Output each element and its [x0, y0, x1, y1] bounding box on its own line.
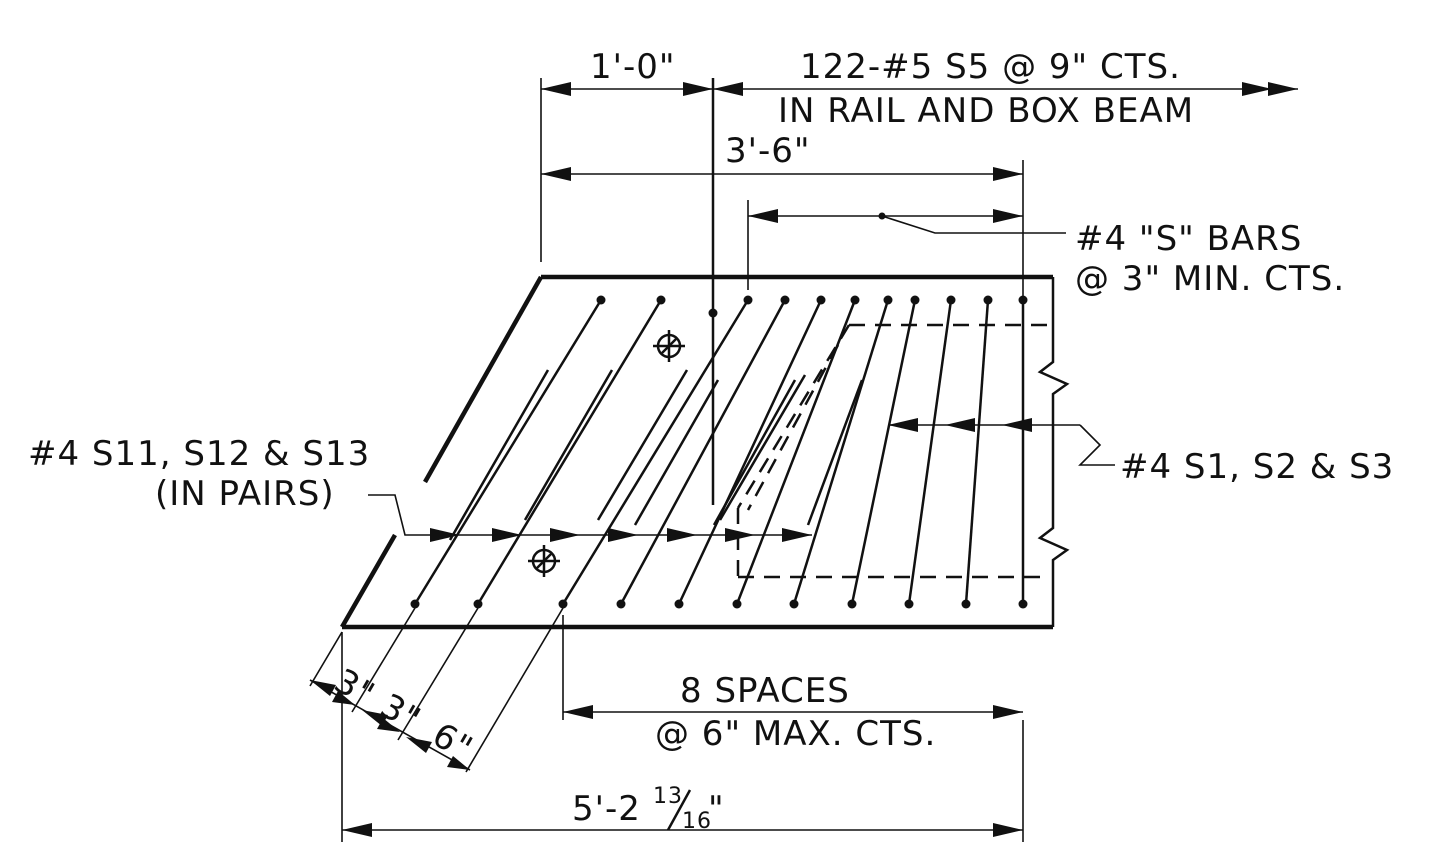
s11-s13-paired-bars [448, 344, 864, 541]
skew-dimensions [309, 607, 564, 773]
box-beam-dashed-outline [736, 323, 1050, 579]
dim-s5-label-line2: IN RAIL AND BOX BEAM [778, 91, 1194, 131]
skew-dim-3a-label: 3" [328, 661, 382, 715]
spaces-label-line2: @ 6" MAX. CTS. [655, 714, 936, 754]
s11-s13-label-line2: (IN PAIRS) [155, 474, 335, 514]
spaces-label-line1: 8 SPACES [680, 671, 850, 711]
eight-spaces-dimension [562, 615, 1023, 720]
bottom-bar-dots [410, 599, 1028, 609]
section-target-symbol-top [653, 330, 685, 362]
overall-dim-numerator: 13 [653, 784, 683, 809]
s1-s3-label: #4 S1, S2 & S3 [1120, 447, 1394, 487]
dim-3-6-label: 3'-6" [725, 131, 811, 171]
top-dimensions [540, 78, 1298, 604]
overall-dimension [341, 632, 1024, 842]
s11-s13-leader [368, 494, 812, 542]
top-bar-dots [596, 295, 1028, 318]
overall-dim-denominator: 16 [682, 809, 712, 834]
s11-s13-label-line1: #4 S11, S12 & S13 [28, 434, 370, 474]
dim-1-0-label: 1'-0" [590, 47, 676, 87]
section-target-symbol-bottom [528, 545, 560, 577]
skew-dim-3b-label: 3" [374, 686, 428, 740]
s-bars-label-line2: @ 3" MIN. CTS. [1075, 259, 1345, 299]
s1-s3-leader [888, 418, 1115, 466]
overall-dim-main: 5'-2 [572, 789, 641, 829]
overall-dimension-label: 5'-2 13 16 " [572, 784, 725, 834]
overall-dim-inch: " [708, 789, 725, 829]
dim-s5-label-line1: 122-#5 S5 @ 9" CTS. [800, 47, 1181, 87]
s-bars-label-line1: #4 "S" BARS [1075, 219, 1302, 259]
slab-outline [340, 274, 1070, 630]
s-bars-diagonal [413, 299, 1025, 605]
